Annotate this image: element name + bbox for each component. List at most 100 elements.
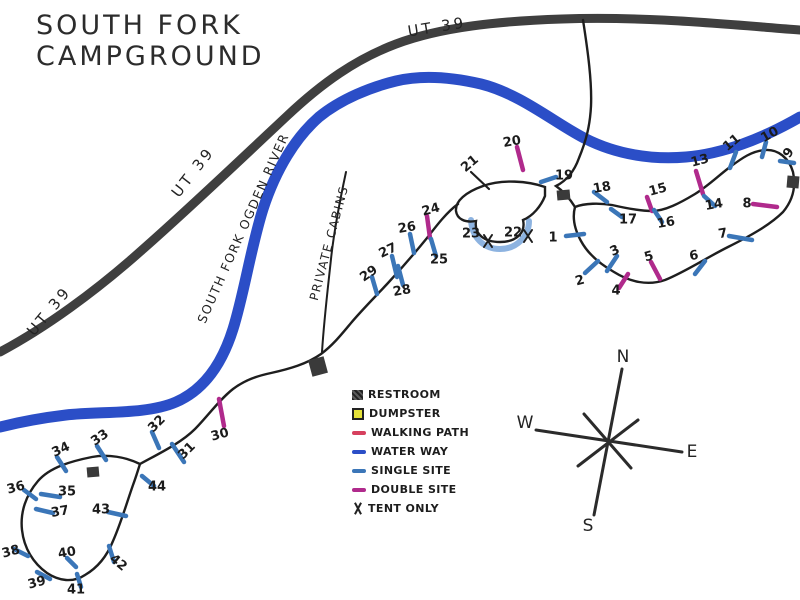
site-30-marker	[216, 396, 227, 429]
legend-row-dumpster: DUMPSTER	[352, 407, 469, 420]
site-37-marker	[33, 506, 56, 516]
site-32-marker	[149, 429, 162, 451]
site-11-marker	[727, 149, 739, 171]
compass-letter-s: S	[582, 516, 594, 536]
site-5-marker	[648, 259, 663, 282]
tent_only-icon	[352, 502, 363, 515]
site-38-marker	[11, 546, 31, 559]
legend-label-double_site: DOUBLE SITE	[371, 483, 457, 496]
site-label-20: 20	[501, 133, 523, 151]
site-1-marker	[563, 231, 587, 239]
page-title: SOUTH FORK CAMPGROUND	[36, 10, 265, 72]
site-label-41: 41	[66, 582, 86, 598]
site-8-marker	[750, 201, 780, 210]
tent-only-icon-23	[483, 234, 493, 248]
legend-row-walking_path: WALKING PATH	[352, 426, 469, 439]
site-label-43: 43	[91, 502, 111, 518]
site-43-marker	[105, 509, 129, 519]
site-29-marker	[369, 274, 380, 297]
legend-row-double_site: DOUBLE SITE	[352, 483, 469, 496]
site-14-marker	[701, 193, 718, 209]
double_site-icon	[352, 487, 366, 492]
site-31-marker	[169, 441, 187, 465]
title-line1: SOUTH FORK	[36, 10, 243, 41]
site-label-28: 28	[391, 282, 413, 300]
site-4-marker	[616, 271, 631, 291]
restroom-icon-1	[556, 189, 571, 201]
site-label-26: 26	[396, 219, 418, 237]
site-2-marker	[582, 258, 601, 276]
site-label-14: 14	[703, 196, 725, 214]
site-27-marker	[389, 253, 400, 280]
site-label-4: 4	[611, 283, 621, 299]
site-20-marker	[514, 144, 526, 173]
site-label-44: 44	[147, 479, 167, 495]
site-10-marker	[759, 139, 769, 160]
legend-label-single_site: SINGLE SITE	[371, 464, 452, 477]
site-26-marker	[407, 231, 417, 256]
site-35-marker	[38, 491, 63, 500]
site-label-16: 16	[655, 214, 677, 232]
site-label-19: 19	[554, 168, 574, 184]
site-3-marker	[604, 253, 620, 274]
site-16-marker	[651, 207, 665, 225]
east-loop-road	[572, 148, 796, 284]
highway-ut39-line	[0, 13, 800, 357]
site-19-marker	[538, 174, 559, 185]
legend-row-water_way: WATER WAY	[352, 445, 469, 458]
compass-letter-n: N	[616, 347, 630, 367]
legend-row-restroom: RESTROOM	[352, 388, 469, 401]
site-label-17: 17	[618, 212, 638, 228]
site-label-25: 25	[429, 252, 449, 268]
legend: RESTROOM DUMPSTER WALKING PATH WATER WAY SIN…	[352, 388, 469, 515]
site-7-marker	[726, 233, 755, 243]
site-24-marker	[424, 213, 433, 241]
site-33-marker	[94, 443, 109, 463]
compass-letter-w: W	[516, 413, 534, 433]
site-44-marker	[139, 473, 157, 489]
single_site-icon	[352, 468, 366, 473]
tent-loop-road	[454, 180, 547, 244]
private-cabins-road	[321, 171, 347, 353]
site-label-37: 37	[49, 503, 71, 521]
site-label-35: 35	[57, 484, 77, 500]
tent-only-icon-22	[523, 229, 533, 243]
legend-row-tent_only: TENT ONLY	[352, 502, 469, 515]
site-label-18: 18	[591, 179, 613, 197]
site-9-marker	[777, 158, 797, 166]
compass-rose-icon	[534, 367, 684, 517]
title-line2: CAMPGROUND	[36, 41, 265, 73]
site-42-marker	[106, 543, 117, 565]
legend-label-dumpster: DUMPSTER	[369, 407, 441, 420]
restroom-icon-4	[86, 466, 100, 478]
legend-row-single_site: SINGLE SITE	[352, 464, 469, 477]
site-41-marker	[74, 571, 84, 590]
site-17-marker	[608, 206, 625, 220]
site-15-marker	[644, 194, 655, 214]
site-label-23: 23	[461, 226, 481, 242]
site-28-marker	[395, 263, 406, 288]
site-25-marker	[428, 236, 439, 259]
site-label-22: 22	[503, 225, 523, 241]
site-21-marker	[469, 170, 491, 191]
site-39-marker	[34, 569, 53, 582]
site-label-1: 1	[548, 230, 558, 246]
legend-label-walking_path: WALKING PATH	[371, 426, 470, 439]
walking_path-icon	[352, 430, 366, 435]
river-line	[0, 71, 800, 433]
legend-label-water_way: WATER WAY	[371, 445, 449, 458]
site-label-40: 40	[56, 544, 78, 562]
site-6-marker	[692, 258, 708, 277]
site-13-marker	[693, 168, 706, 197]
west-loop-road	[20, 454, 142, 582]
site-36-marker	[21, 487, 39, 502]
restroom-icon-2	[786, 175, 800, 189]
legend-label-tent_only: TENT ONLY	[368, 502, 439, 515]
dumpster-icon	[352, 407, 364, 420]
water_way-icon	[352, 449, 366, 454]
site-40-marker	[64, 555, 79, 570]
compass-letter-e: E	[686, 442, 698, 462]
site-label-8: 8	[742, 196, 752, 212]
